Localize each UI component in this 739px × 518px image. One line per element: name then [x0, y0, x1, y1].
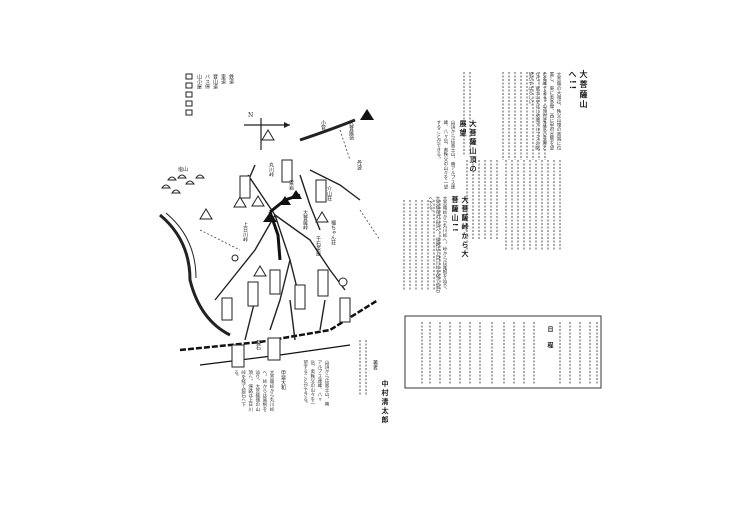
peak-label: 大菩薩峠 [302, 210, 308, 230]
peak-label: 雷岩 [288, 180, 294, 190]
peak-icon [360, 109, 374, 120]
place-label: 丹波 [356, 160, 362, 170]
publisher-label: 著者 [372, 360, 378, 370]
body-text: 大菩薩の大嶺は、秩父山塊の南端に位置し、東に奥多摩、西に甲府盆地を望む名峰である… [527, 72, 561, 151]
peak-label: 大菩薩嶺 [348, 120, 354, 140]
body-text: 大菩薩峠から丸川峠へ。峠からは尾根を辿り、大菩薩嶺の山頂へ。帰路は上日川峠を経て… [427, 196, 447, 293]
legend-item: 登山道 [212, 74, 218, 89]
place-label: 千石茶屋 [315, 236, 321, 256]
body-text: 山頂からは富士山、南アルプス連峰、八ヶ岳、奥秩父の山々を一望することができる。 [435, 120, 455, 189]
section-title: 大菩薩山頂の展望 [459, 120, 477, 174]
peak-label: 上日川峠 [242, 222, 248, 242]
peak-label: 丸川峠 [268, 162, 274, 177]
legend-item: 車道 [220, 74, 226, 84]
place-label: 裂石 [255, 340, 261, 350]
section-title: 大菩薩山へ!! [568, 70, 588, 110]
legend-item: 山小屋 [196, 74, 202, 89]
place-label: 甲斐大和 [280, 370, 286, 390]
legend-item: 鉄道 [228, 74, 234, 84]
schedule-title: 日 程 [546, 326, 553, 350]
north-label: N [248, 112, 254, 119]
peak-icon [279, 196, 291, 205]
place-label: 福ちゃん荘 [330, 220, 336, 245]
legend-item: バス停 [204, 74, 210, 89]
map-note: 大菩薩峠から丸川峠へ。峠からは尾根を辿り、大菩薩嶺の山頂へ。帰路は上日川峠を経て… [233, 370, 274, 412]
peak-icon [290, 190, 302, 199]
place-label: 塩山 [178, 167, 189, 173]
peak-icon [263, 212, 277, 222]
place-label: 介山荘 [326, 186, 332, 201]
map-legend [185, 73, 193, 116]
place-label: 小菅 [320, 120, 326, 130]
publisher-name: 中村清太郎 [381, 380, 389, 425]
map-note: 山頂からは富士山、南アルプス連峰、八ヶ岳、奥秩父の山々を一望することができる。 [302, 360, 329, 406]
section-title: 大菩薩峠から大菩薩山!! [451, 196, 469, 259]
